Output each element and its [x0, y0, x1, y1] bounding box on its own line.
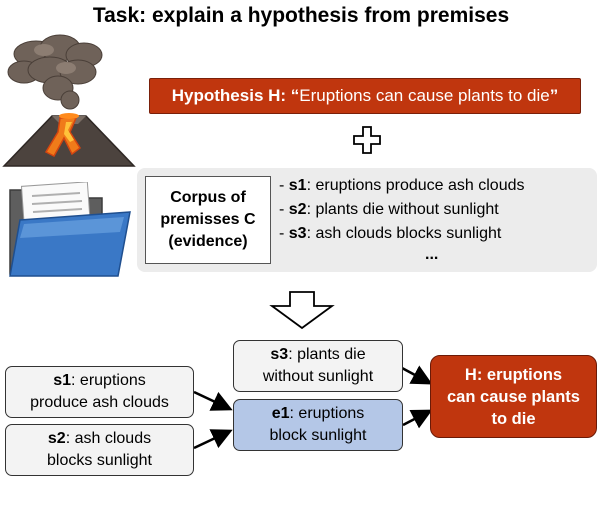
- premise-id: s2: [288, 201, 307, 218]
- down-arrow-icon: [269, 291, 335, 330]
- tree-node-s1: s1: eruptions produce ash clouds: [5, 366, 194, 418]
- node-line: to die: [491, 409, 536, 428]
- premise-item: - s3: ash clouds blocks sunlight: [279, 225, 502, 242]
- volcano-icon: [2, 34, 136, 167]
- node-id: e1: [271, 405, 290, 422]
- page-title: Task: explain a hypothesis from premises: [92, 4, 510, 27]
- node-line: blocks sunlight: [47, 452, 152, 469]
- node-line: s1: eruptions: [6, 370, 193, 392]
- edge-s1-e1: [193, 390, 233, 411]
- premise-text: : plants die without sunlight: [306, 201, 499, 218]
- premise-id: s3: [288, 225, 307, 242]
- premise-text: : eruptions produce ash clouds: [306, 177, 525, 194]
- plus-icon: [353, 126, 381, 154]
- premise-id: s1: [288, 177, 307, 194]
- node-line: produce ash clouds: [30, 394, 169, 411]
- node-line: without sunlight: [262, 368, 374, 385]
- node-line: block sunlight: [269, 427, 367, 444]
- node-line: s3: plants die: [234, 344, 402, 366]
- premise-list: - s1: eruptions produce ash clouds - s2:…: [279, 174, 589, 246]
- node-text: : plants die: [288, 346, 366, 363]
- premise-ellipsis: ...: [425, 246, 439, 263]
- premise-item: - s1: eruptions produce ash clouds: [279, 177, 525, 194]
- premise-text: : ash clouds blocks sunlight: [306, 225, 502, 242]
- node-text: : eruptions: [289, 405, 365, 422]
- corpus-label-line: Corpus of: [170, 189, 246, 206]
- node-text: : ash clouds: [65, 430, 152, 447]
- corpus-label: Corpus of premisses C (evidence): [145, 176, 271, 264]
- edge-e1-h: [402, 409, 433, 429]
- edge-s3-h: [401, 365, 433, 385]
- tree-node-hypothesis: H: eruptions can cause plants to die: [430, 355, 597, 438]
- node-line: s2: ash clouds: [6, 428, 193, 450]
- corpus-label-line: (evidence): [168, 233, 248, 250]
- node-line: e1: eruptions: [234, 403, 402, 425]
- hypothesis-box: Hypothesis H: “ Eruptions can cause plan…: [149, 78, 581, 114]
- corpus-label-line: premisses C: [160, 211, 256, 228]
- hypothesis-suffix: ”: [549, 86, 559, 105]
- hypothesis-text: Eruptions can cause plants to die: [299, 86, 550, 105]
- tree-node-s2: s2: ash clouds blocks sunlight: [5, 424, 194, 476]
- edge-s2-e1: [193, 429, 233, 450]
- premise-item: - s2: plants die without sunlight: [279, 201, 499, 218]
- node-id: s2: [47, 430, 66, 447]
- tree-node-e1: e1: eruptions block sunlight: [233, 399, 403, 451]
- node-line: H: eruptions: [464, 365, 563, 384]
- node-line: can cause plants: [447, 387, 580, 406]
- node-id: s1: [53, 372, 72, 389]
- node-text: : eruptions: [71, 372, 146, 389]
- folder-icon: [9, 182, 131, 277]
- tree-node-s3: s3: plants die without sunlight: [233, 340, 403, 392]
- hypothesis-prefix: Hypothesis H: “: [171, 86, 300, 105]
- node-id: s3: [270, 346, 289, 363]
